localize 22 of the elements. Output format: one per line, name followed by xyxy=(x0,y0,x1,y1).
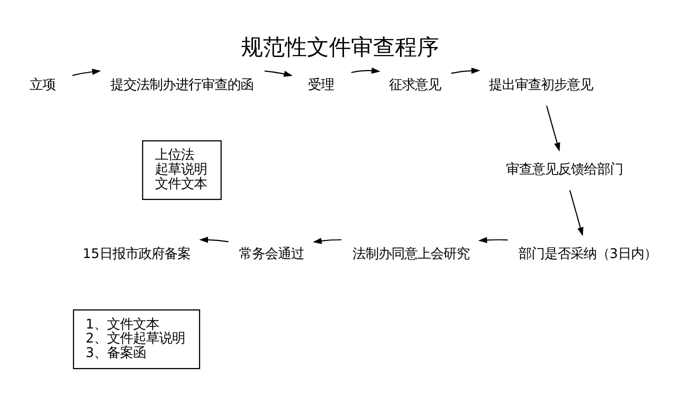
arrow xyxy=(546,105,560,152)
node-text: 常务会通过 xyxy=(238,246,304,262)
node-text: 立项 xyxy=(30,77,56,92)
arrow xyxy=(72,68,102,76)
arrow xyxy=(351,67,380,74)
node-box: 上位法 起草说明 文件文本 xyxy=(142,140,222,200)
arrow xyxy=(312,237,342,244)
arrow xyxy=(451,67,480,74)
arrow xyxy=(569,190,584,236)
node-text: 征求意见 xyxy=(389,77,442,92)
node-text: 15日报市政府备案 xyxy=(82,246,190,262)
arrow xyxy=(264,70,293,76)
node-text: 部门是否采纳（3日内） xyxy=(518,246,657,262)
node-text: 提交法制办进行审查的函 xyxy=(110,77,254,92)
diagram-title: 规范性文件审查程序 xyxy=(241,34,439,60)
node-box: 1、文件文本 2、文件起草说明 3、备案函 xyxy=(72,308,200,369)
node-text: 审查意见反馈给部门 xyxy=(506,162,623,178)
arrow xyxy=(478,236,508,243)
arrow xyxy=(199,236,228,242)
node-text: 法制办同意上会研究 xyxy=(352,246,470,262)
node-text: 提出审查初步意见 xyxy=(489,77,594,92)
node-text: 受理 xyxy=(308,77,334,92)
